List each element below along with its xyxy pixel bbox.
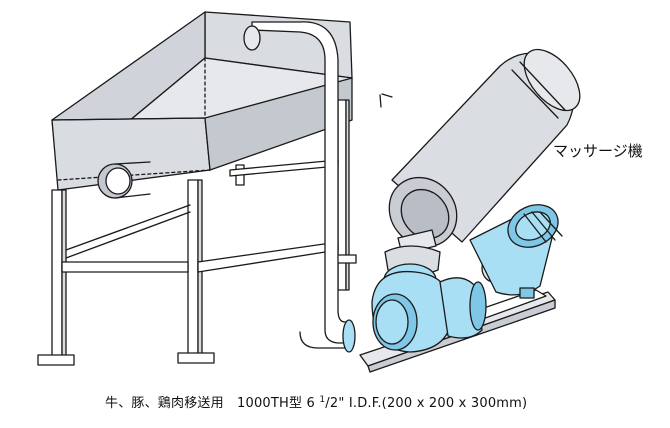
pump-assembly [371,204,563,353]
hopper-stand [37,99,357,366]
massager-label: マッサージ機 [553,142,643,160]
caption-superscript: 1 [319,395,326,405]
figure-caption: 牛、豚、鶏肉移送用 1000TH型 6 1/2" I.D.F.(200 x 20… [105,392,527,411]
caption-suffix: /2" I.D.F.(200 x 200 x 300mm) [325,396,528,411]
hopper-trough [51,11,353,199]
caption-prefix: 牛、豚、鶏肉移送用 1000TH型 6 [105,396,320,411]
transport-pipe [243,21,356,353]
